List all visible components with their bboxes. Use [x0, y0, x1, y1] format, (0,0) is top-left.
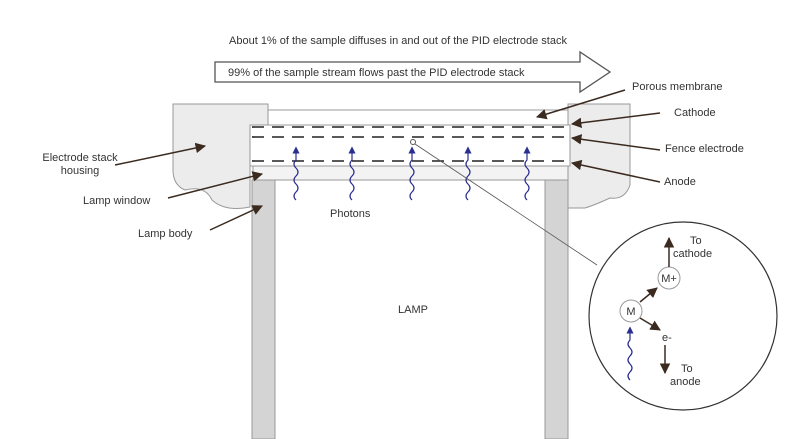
- flow-arrow-text: 99% of the sample stream flows past the …: [228, 67, 525, 79]
- photon-icon: [626, 326, 634, 381]
- title-text: About 1% of the sample diffuses in and o…: [229, 35, 567, 47]
- zoom-origin: [410, 139, 416, 145]
- housing-label-2: housing: [61, 165, 100, 177]
- electrode-stack: [249, 124, 571, 167]
- photons-label: Photons: [330, 208, 371, 220]
- flow-arrow: 99% of the sample stream flows past the …: [214, 50, 612, 94]
- housing-right: [567, 103, 631, 209]
- lamp-body-arrow: [209, 205, 263, 231]
- anode-arrow: [570, 159, 661, 183]
- anode-label: Anode: [664, 176, 696, 188]
- fence-electrode-label: Fence electrode: [665, 143, 744, 155]
- to-cathode-2: cathode: [673, 248, 712, 260]
- fence-electrode-arrow: [570, 134, 661, 151]
- ionization-inset: M M+ e- To cathode To anode: [588, 221, 778, 411]
- porous-membrane-arrow: [535, 89, 626, 120]
- electron-label: e-: [662, 332, 672, 344]
- photon-icon: [408, 146, 416, 201]
- lamp-wall-right: [544, 179, 569, 439]
- photon-icon: [348, 146, 356, 201]
- lamp-label: LAMP: [398, 304, 428, 316]
- cathode-arrow: [570, 112, 661, 129]
- housing-arrow: [114, 142, 207, 166]
- photons: [292, 146, 531, 201]
- lamp-wall-left: [251, 179, 276, 439]
- porous-membrane: [267, 109, 569, 126]
- photon-icon: [292, 146, 300, 201]
- to-cathode-1: To: [690, 235, 702, 247]
- to-anode-1: To: [681, 363, 693, 375]
- porous-membrane-label: Porous membrane: [632, 81, 723, 93]
- housing-left: [172, 103, 269, 209]
- zoom-line: [414, 143, 598, 266]
- to-anode-2: anode: [670, 376, 701, 388]
- photon-icon: [523, 146, 531, 201]
- lamp-body-label: Lamp body: [138, 228, 193, 240]
- lamp-window-label: Lamp window: [83, 195, 150, 207]
- lamp-window-arrow: [167, 171, 264, 199]
- ion-label: M+: [661, 273, 677, 285]
- cathode-label: Cathode: [674, 107, 716, 119]
- molecule-label: M: [626, 306, 635, 318]
- housing-label-1: Electrode stack: [42, 152, 118, 164]
- molecule-circle: [619, 299, 643, 323]
- photon-icon: [464, 146, 472, 201]
